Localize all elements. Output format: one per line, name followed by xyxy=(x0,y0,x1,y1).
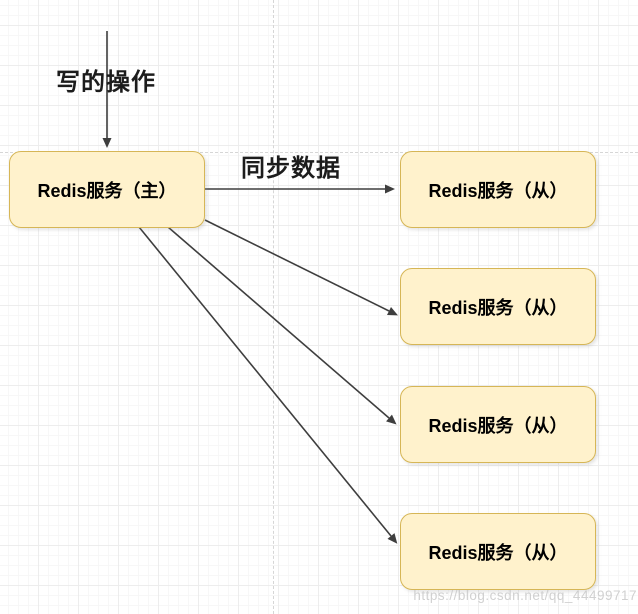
sync-arrow-slave-4 xyxy=(138,226,398,544)
node-redis-slave-1: Redis服务（从） xyxy=(400,151,596,228)
node-redis-slave-2: Redis服务（从） xyxy=(400,268,596,345)
sync-arrow-slave-2 xyxy=(204,219,398,316)
sync-data-label: 同步数据 xyxy=(241,156,341,182)
page-divider-horizontal xyxy=(0,152,638,153)
page-divider-vertical xyxy=(273,0,274,614)
node-redis-slave-3: Redis服务（从） xyxy=(400,386,596,463)
sync-arrow-slave-3 xyxy=(167,226,397,425)
node-redis-slave-4: Redis服务（从） xyxy=(400,513,596,590)
watermark: https://blog.csdn.net/qq_44499717 xyxy=(413,588,637,603)
node-redis-master: Redis服务（主） xyxy=(9,151,205,228)
write-operation-label: 写的操作 xyxy=(56,70,156,96)
